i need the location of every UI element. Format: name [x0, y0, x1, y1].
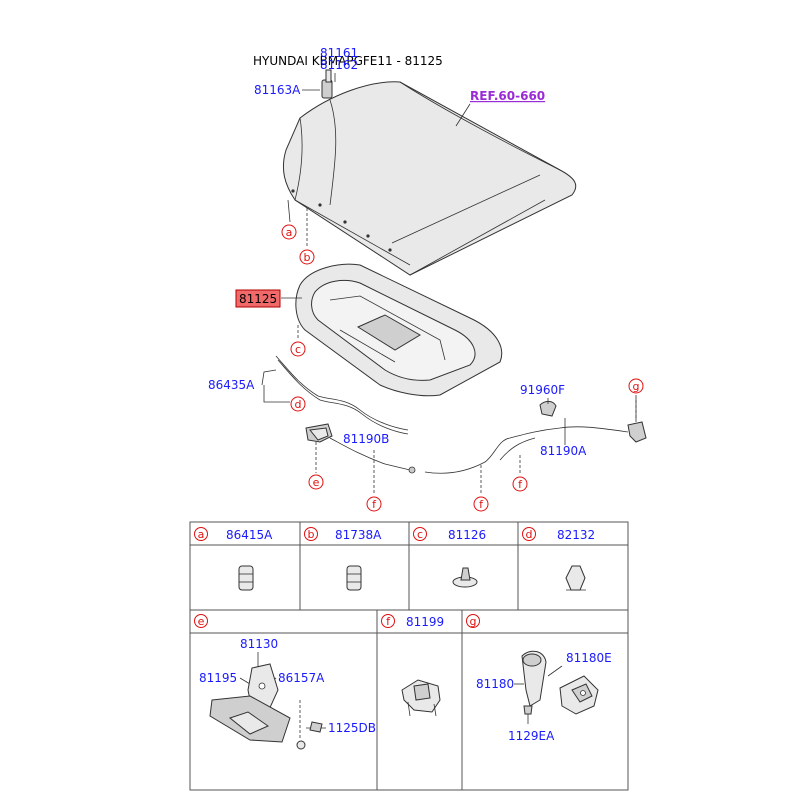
table-part-81199: 81199: [406, 615, 444, 629]
release-handle: [627, 398, 647, 443]
svg-text:a: a: [198, 528, 205, 541]
callout-b[interactable]: b: [299, 249, 315, 265]
svg-text:d: d: [526, 528, 533, 541]
table-part-1125db[interactable]: 1125DB: [328, 721, 376, 735]
table-part-81126: 81126: [448, 528, 486, 542]
hood-latch: [305, 423, 333, 443]
svg-text:e: e: [313, 476, 320, 489]
svg-text:c: c: [295, 343, 301, 356]
label-86435a[interactable]: 86435A: [208, 378, 255, 392]
svg-text:c: c: [417, 528, 423, 541]
label-81190a[interactable]: 81190A: [540, 444, 587, 458]
table-part-81195[interactable]: 81195: [199, 671, 237, 685]
svg-text:f: f: [479, 498, 484, 511]
callout-f-1[interactable]: f: [366, 496, 382, 512]
callout-f-2[interactable]: f: [473, 496, 489, 512]
svg-text:b: b: [308, 528, 315, 541]
svg-text:f: f: [518, 478, 523, 491]
fastener-clip-c: [452, 567, 478, 588]
diagram-title: HYUNDAI KBMAPGFE11 - 81125: [253, 54, 443, 68]
svg-text:g: g: [633, 380, 640, 393]
release-cable-81190b: [329, 437, 416, 474]
callout-c[interactable]: c: [290, 341, 306, 357]
hood-stay-grommet: [321, 69, 333, 99]
fastener-bumper-b: [346, 565, 362, 591]
leader-lines: [261, 73, 637, 495]
callout-f-3[interactable]: f: [512, 476, 528, 492]
hood-latch-assembly: [209, 652, 326, 750]
svg-text:d: d: [295, 398, 302, 411]
table-cell-f[interactable]: f 81199: [381, 614, 445, 630]
fastener-clip-d: [565, 565, 586, 591]
svg-text:a: a: [286, 226, 293, 239]
svg-text:f: f: [386, 615, 391, 628]
table-part-82132: 82132: [557, 528, 595, 542]
release-handle-assembly: [514, 650, 599, 724]
release-cable-81190a: [424, 426, 629, 474]
callout-a[interactable]: a: [281, 224, 297, 240]
table-cell-b[interactable]: b 81738A: [304, 527, 383, 543]
callout-g[interactable]: g: [628, 378, 644, 394]
cable-clamp-81199: [401, 679, 441, 717]
table-part-81130[interactable]: 81130: [240, 637, 278, 651]
cable-clip-91960f: [539, 400, 557, 417]
table-part-1129ea[interactable]: 1129EA: [508, 729, 555, 743]
label-91960f[interactable]: 91960F: [520, 383, 565, 397]
callout-e[interactable]: e: [308, 474, 324, 490]
svg-text:b: b: [304, 251, 311, 264]
label-81162[interactable]: 81162: [320, 58, 358, 72]
table-cell-a[interactable]: a 86415A: [194, 527, 274, 543]
table-part-81180[interactable]: 81180: [476, 677, 514, 691]
highlighted-part-label[interactable]: 81125: [239, 292, 277, 306]
callout-d[interactable]: d: [290, 396, 306, 412]
label-81163a[interactable]: 81163A: [254, 83, 301, 97]
fastener-bumper-a: [238, 565, 254, 591]
table-part-86415a: 86415A: [226, 528, 273, 542]
label-81161[interactable]: 81161: [320, 46, 358, 60]
table-part-81180e[interactable]: 81180E: [566, 651, 612, 665]
table-part-81738a: 81738A: [335, 528, 382, 542]
table-part-86157a[interactable]: 86157A: [278, 671, 325, 685]
table-cell-c[interactable]: c 81126: [413, 527, 487, 543]
svg-text:g: g: [470, 615, 477, 628]
svg-text:f: f: [372, 498, 377, 511]
highlighted-part-box: [235, 289, 281, 308]
hood-weatherstrip: [275, 355, 409, 435]
hood-panel: [282, 81, 577, 276]
reference-link[interactable]: REF.60-660: [470, 89, 545, 103]
parts-table: [189, 521, 629, 791]
hood-insulator-pad: [295, 263, 503, 397]
label-81190b[interactable]: 81190B: [343, 432, 389, 446]
table-cell-g[interactable]: g: [466, 614, 480, 629]
table-cell-e[interactable]: e: [194, 614, 208, 629]
svg-text:e: e: [198, 615, 205, 628]
table-cell-d[interactable]: d 82132: [522, 527, 596, 543]
